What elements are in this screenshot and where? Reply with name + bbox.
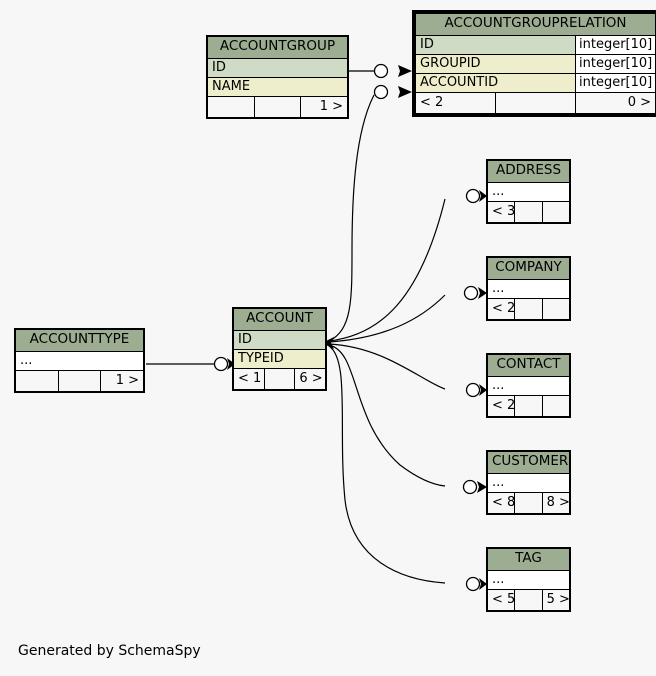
footer-parent-count: < 2 [486, 297, 516, 320]
table-row[interactable]: ... [15, 350, 144, 371]
table-footer-row: 1 > [15, 369, 144, 392]
table-footer-row: < 2 [486, 297, 571, 320]
table-company[interactable]: COMPANY ... < 2 [486, 256, 571, 321]
footer-child-count [541, 394, 571, 417]
table-title: TAG [487, 548, 570, 571]
edge-account-tag [328, 345, 446, 584]
footer-middle [514, 394, 543, 417]
footer-parent-count: < 2 [415, 91, 496, 114]
footer-child-count: 1 > [100, 369, 144, 392]
footer-middle [495, 91, 576, 114]
column-name: ID [207, 57, 348, 78]
table-title: COMPANY [487, 257, 570, 280]
column-name: ... [487, 181, 570, 202]
footer-parent-count: < 5 [486, 588, 516, 611]
table-row[interactable]: ... [487, 375, 570, 396]
footer-parent-count [15, 369, 59, 392]
footer-middle [253, 95, 302, 118]
footer-middle [514, 491, 543, 514]
column-name: ... [15, 350, 144, 371]
table-title: ACCOUNTTYPE [15, 329, 144, 352]
footer-middle [57, 369, 102, 392]
edge-account-accountid [328, 94, 375, 342]
table-row[interactable]: ... [487, 569, 570, 590]
table-header-row: ACCOUNTGROUP [207, 36, 348, 59]
table-row[interactable]: TYPEID [233, 348, 326, 369]
table-header-row: ADDRESS [487, 160, 570, 183]
footer-parent-count: < 1 [233, 367, 265, 390]
edge-account-address [328, 198, 446, 342]
generated-by-note: Generated by SchemaSpy [18, 643, 201, 659]
column-name: ... [487, 569, 570, 590]
table-header-row: ACCOUNT [233, 308, 326, 331]
table-row[interactable]: ACCOUNTID integer[10] [415, 72, 656, 93]
column-type: integer[10] [575, 34, 656, 55]
table-footer-row: < 3 [486, 200, 571, 223]
table-title: CUSTOMER [487, 451, 570, 474]
table-row[interactable]: GROUPID integer[10] [415, 53, 656, 74]
table-accountgrouprelation[interactable]: ACCOUNTGROUPRELATION ID integer[10] GROU… [412, 10, 656, 117]
footer-child-count [541, 297, 571, 320]
edge-account-customer [328, 344, 446, 487]
column-name: GROUPID [415, 53, 576, 74]
column-name: ... [487, 278, 570, 299]
table-title: ACCOUNTGROUP [207, 36, 348, 59]
table-accountgroup[interactable]: ACCOUNTGROUP ID NAME 1 > [206, 35, 349, 119]
footer-child-count: 1 > [300, 95, 348, 118]
edge-account-contact [328, 343, 446, 390]
table-header-row: TAG [487, 548, 570, 571]
column-name: TYPEID [233, 348, 326, 369]
table-row[interactable]: ID [233, 329, 326, 350]
column-name: ... [487, 375, 570, 396]
table-row[interactable]: NAME [207, 76, 348, 97]
table-header-row: CONTACT [487, 354, 570, 377]
column-type: integer[10] [575, 53, 656, 74]
footer-child-count [541, 200, 571, 223]
table-footer-row: < 1 6 > [233, 367, 326, 390]
footer-child-count: 8 > [541, 491, 571, 514]
footer-child-count: 0 > [575, 91, 656, 114]
table-title: ACCOUNT [233, 308, 326, 331]
table-tag[interactable]: TAG ... < 5 5 > [486, 547, 571, 612]
column-name: ID [233, 329, 326, 350]
table-footer-row: < 2 0 > [415, 91, 656, 114]
table-accounttype[interactable]: ACCOUNTTYPE ... 1 > [14, 328, 145, 393]
table-row[interactable]: ID [207, 57, 348, 78]
table-footer-row: < 2 [486, 394, 571, 417]
footer-parent-count: < 8 [486, 491, 516, 514]
table-row[interactable]: ID integer[10] [415, 34, 656, 55]
table-footer-row: < 5 5 > [486, 588, 571, 611]
column-name: NAME [207, 76, 348, 97]
footer-middle [514, 200, 543, 223]
footer-middle [514, 588, 543, 611]
table-row[interactable]: ... [487, 472, 570, 493]
table-footer-row: 1 > [207, 95, 348, 118]
table-contact[interactable]: CONTACT ... < 2 [486, 353, 571, 418]
column-name: ACCOUNTID [415, 72, 576, 93]
table-account[interactable]: ACCOUNT ID TYPEID < 1 6 > [232, 307, 327, 391]
footer-parent-count: < 3 [486, 200, 516, 223]
footer-middle [263, 367, 296, 390]
table-header-row: ACCOUNTGROUPRELATION [415, 13, 656, 36]
table-title: CONTACT [487, 354, 570, 377]
footer-parent-count [207, 95, 255, 118]
footer-child-count: 5 > [541, 588, 571, 611]
column-type: integer[10] [575, 72, 656, 93]
table-footer-row: < 8 8 > [486, 491, 571, 514]
column-name: ... [487, 472, 570, 493]
table-header-row: COMPANY [487, 257, 570, 280]
table-title: ACCOUNTGROUPRELATION [415, 13, 656, 36]
table-row[interactable]: ... [487, 278, 570, 299]
column-name: ID [415, 34, 576, 55]
table-row[interactable]: ... [487, 181, 570, 202]
table-address[interactable]: ADDRESS ... < 3 [486, 159, 571, 224]
edge-account-company [328, 294, 446, 343]
footer-child-count: 6 > [294, 367, 326, 390]
table-title: ADDRESS [487, 160, 570, 183]
table-header-row: ACCOUNTTYPE [15, 329, 144, 352]
footer-middle [514, 297, 543, 320]
table-customer[interactable]: CUSTOMER ... < 8 8 > [486, 450, 571, 515]
footer-parent-count: < 2 [486, 394, 516, 417]
table-header-row: CUSTOMER [487, 451, 570, 474]
